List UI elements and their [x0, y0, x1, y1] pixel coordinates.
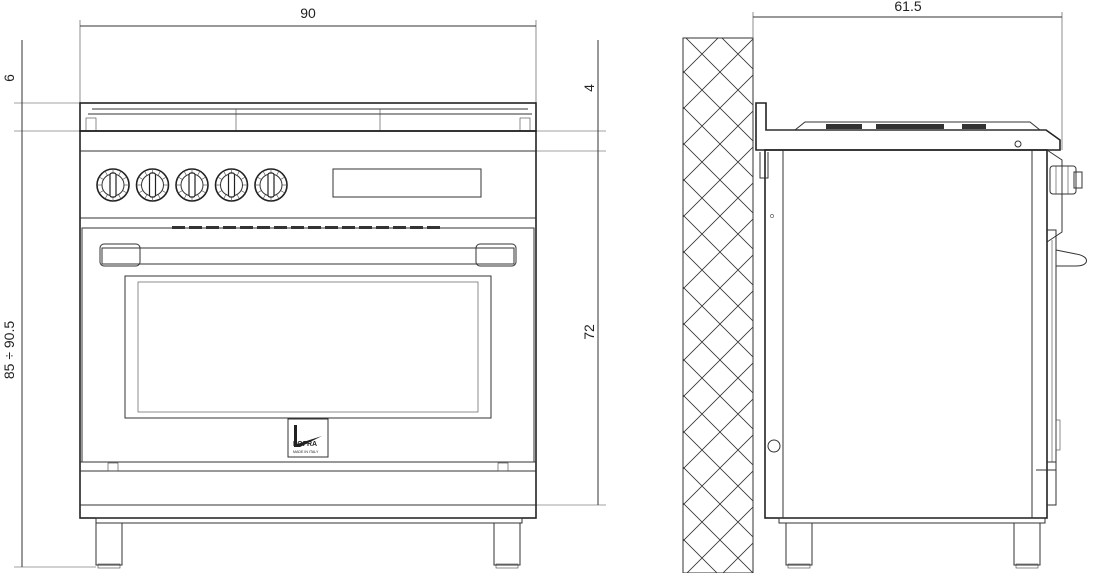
side-body: [759, 149, 1063, 519]
kick-plate: [80, 461, 536, 506]
control-knobs: [96, 168, 288, 202]
side-view: 61.5: [682, 0, 1087, 573]
wall-section: [682, 37, 754, 573]
knob-icon: [175, 168, 209, 202]
cooktop-grates: [79, 102, 537, 132]
side-feet: [785, 522, 1041, 569]
side-knob: [1049, 165, 1083, 195]
front-view: 90 6 85 ÷ 90.5 4 72: [1, 5, 606, 569]
knob-icon: [135, 168, 170, 202]
logo-tagline: MADE IN ITALY: [293, 450, 319, 454]
logo-wordmark: LOFRA: [293, 441, 317, 448]
knob-icon: [214, 168, 249, 202]
knob-icon: [96, 168, 130, 202]
side-kick: [778, 461, 1057, 524]
oven-window: [124, 275, 492, 419]
range-body: [79, 130, 537, 519]
knob-icon: [254, 168, 288, 202]
display-panel: [332, 168, 482, 198]
left-dimensions: 6 85 ÷ 90.5: [1, 40, 96, 568]
width-dimension: 90: [79, 5, 537, 103]
side-door: [1047, 229, 1087, 463]
total-height-label: 85 ÷ 90.5: [1, 321, 17, 379]
depth-dimension: 61.5: [752, 0, 1063, 150]
side-cooktop: [755, 102, 1061, 151]
right-dimensions: 4 72: [536, 40, 606, 506]
oven-door: [81, 227, 535, 463]
top-thickness-label: 4: [581, 84, 597, 92]
brand-logo: LOFRA MADE IN ITALY: [287, 418, 329, 458]
depth-label: 61.5: [894, 0, 921, 14]
width-label: 90: [300, 5, 316, 21]
door-handle: [101, 247, 515, 265]
top-offset-label: 6: [1, 74, 17, 82]
oven-height-label: 72: [581, 324, 597, 340]
front-feet: [95, 517, 523, 569]
